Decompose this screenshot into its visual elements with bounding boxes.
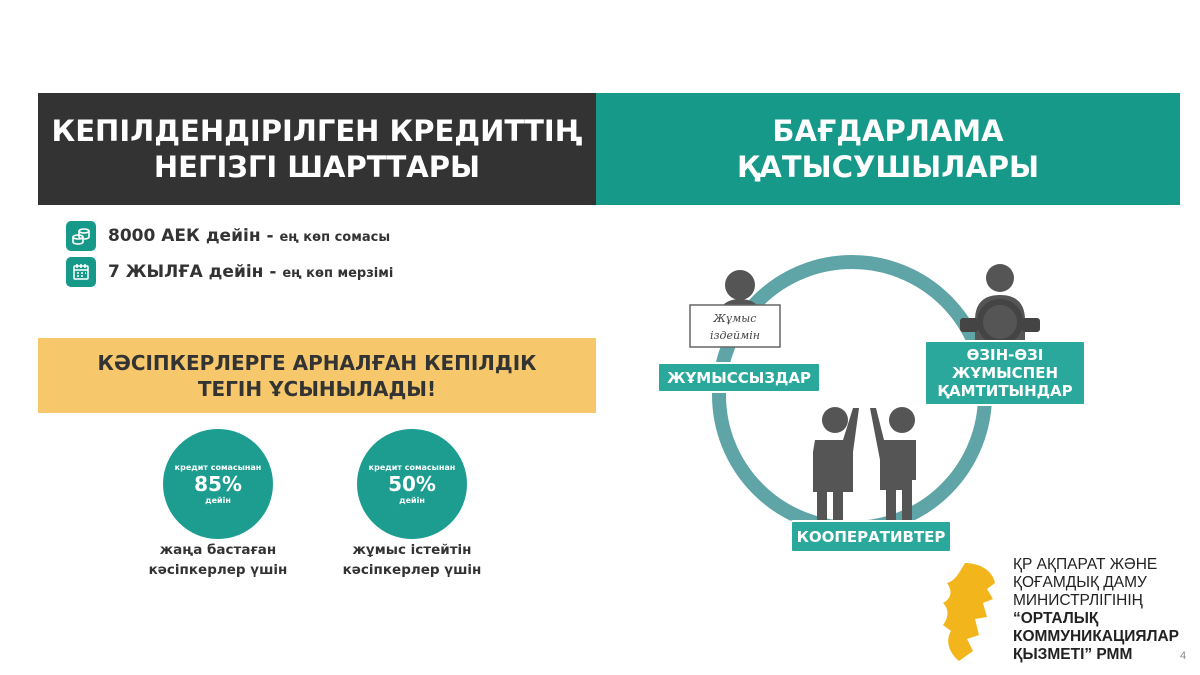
coins-icon <box>66 221 96 251</box>
circle-value: 50% <box>388 472 436 496</box>
separator: - <box>260 226 280 246</box>
condition-sub: ең көп мерзімі <box>282 266 394 281</box>
right-header-line1: БАҒДАРЛАМА <box>772 114 1004 148</box>
tag-line: ҚАМТИТЫНДАР <box>937 382 1073 400</box>
separator: - <box>263 262 283 282</box>
caption-line1: жаңа бастаған <box>159 542 277 558</box>
job-search-sign: Жұмыс іздеймін <box>689 304 781 348</box>
condition-term: 7 ЖЫЛҒА дейін - ең көп мерзімі <box>66 257 393 287</box>
guarantee-50-caption: жұмыс істейтін кәсіпкерлер үшін <box>327 540 497 580</box>
circle-value: 85% <box>194 472 242 496</box>
guarantee-85-caption: жаңа бастаған кәсіпкерлер үшін <box>133 540 303 580</box>
logo-line: ҚОҒАМДЫҚ ДАМУ <box>1013 574 1147 591</box>
snow-leopard-logo-icon <box>943 563 995 661</box>
logo-line: КОММУНИКАЦИЯЛАР <box>1013 628 1179 645</box>
left-header-line1: КЕПІЛДЕНДІРІЛГЕН КРЕДИТТІҢ <box>51 114 583 148</box>
guarantee-85-circle: кредит сомасынан 85% дейін <box>163 429 273 539</box>
guarantee-50-circle: кредит сомасынан 50% дейін <box>357 429 467 539</box>
circle-bottom: дейін <box>205 496 231 505</box>
condition-amount: 8000 АЕК дейін - ең көп сомасы <box>66 221 390 251</box>
ministry-logo-text: ҚР АҚПАРАТ ЖӘНЕ ҚОҒАМДЫҚ ДАМУ МИНИСТРЛІГ… <box>1013 556 1179 664</box>
circle-top: кредит сомасынан <box>368 463 456 472</box>
banner-line2: ТЕГІН ҰСЫНЫЛАДЫ! <box>197 376 437 401</box>
tag-self-employed: ӨЗІН-ӨЗІ ЖҰМЫСПЕН ҚАМТИТЫНДАР <box>924 340 1086 406</box>
driver-person-icon <box>960 264 1040 345</box>
left-header-line2: НЕГІЗГІ ШАРТТАРЫ <box>153 150 481 184</box>
right-header-line2: ҚАТЫСУШЫЛАРЫ <box>736 150 1040 184</box>
logo-line: ҚР АҚПАРАТ ЖӘНЕ <box>1013 556 1158 573</box>
condition-main: 8000 АЕК дейін <box>108 226 261 246</box>
caption-line1: жұмыс істейтін <box>352 542 472 558</box>
tag-line: ӨЗІН-ӨЗІ <box>966 346 1044 364</box>
logo-line: МИНИСТРЛІГІНІҢ <box>1013 592 1143 609</box>
logo-line: ҚЫЗМЕТІ” РММ <box>1013 646 1133 663</box>
tag-unemployed: ЖҰМЫССЫЗДАР <box>657 362 821 393</box>
calendar-icon <box>66 257 96 287</box>
logo-line: “ОРТАЛЫҚ <box>1013 610 1099 627</box>
banner-line1: КӘСІПКЕРЛЕРГЕ АРНАЛҒАН КЕПІЛДІК <box>97 350 537 375</box>
caption-line2: кәсіпкерлер үшін <box>148 562 288 578</box>
circle-top: кредит сомасынан <box>174 463 262 472</box>
page-number: 4 <box>1180 650 1187 662</box>
sign-line2: іздеймін <box>710 329 760 342</box>
circle-bottom: дейін <box>399 496 425 505</box>
condition-sub: ең көп сомасы <box>279 230 391 245</box>
tag-cooperatives: КООПЕРАТИВТЕР <box>790 520 952 553</box>
cooperative-people-icon <box>813 407 916 552</box>
condition-main: 7 ЖЫЛҒА дейін <box>108 262 264 282</box>
tag-line: ЖҰМЫСПЕН <box>951 364 1059 382</box>
sign-line1: Жұмыс <box>713 312 757 325</box>
caption-line2: кәсіпкерлер үшін <box>342 562 482 578</box>
